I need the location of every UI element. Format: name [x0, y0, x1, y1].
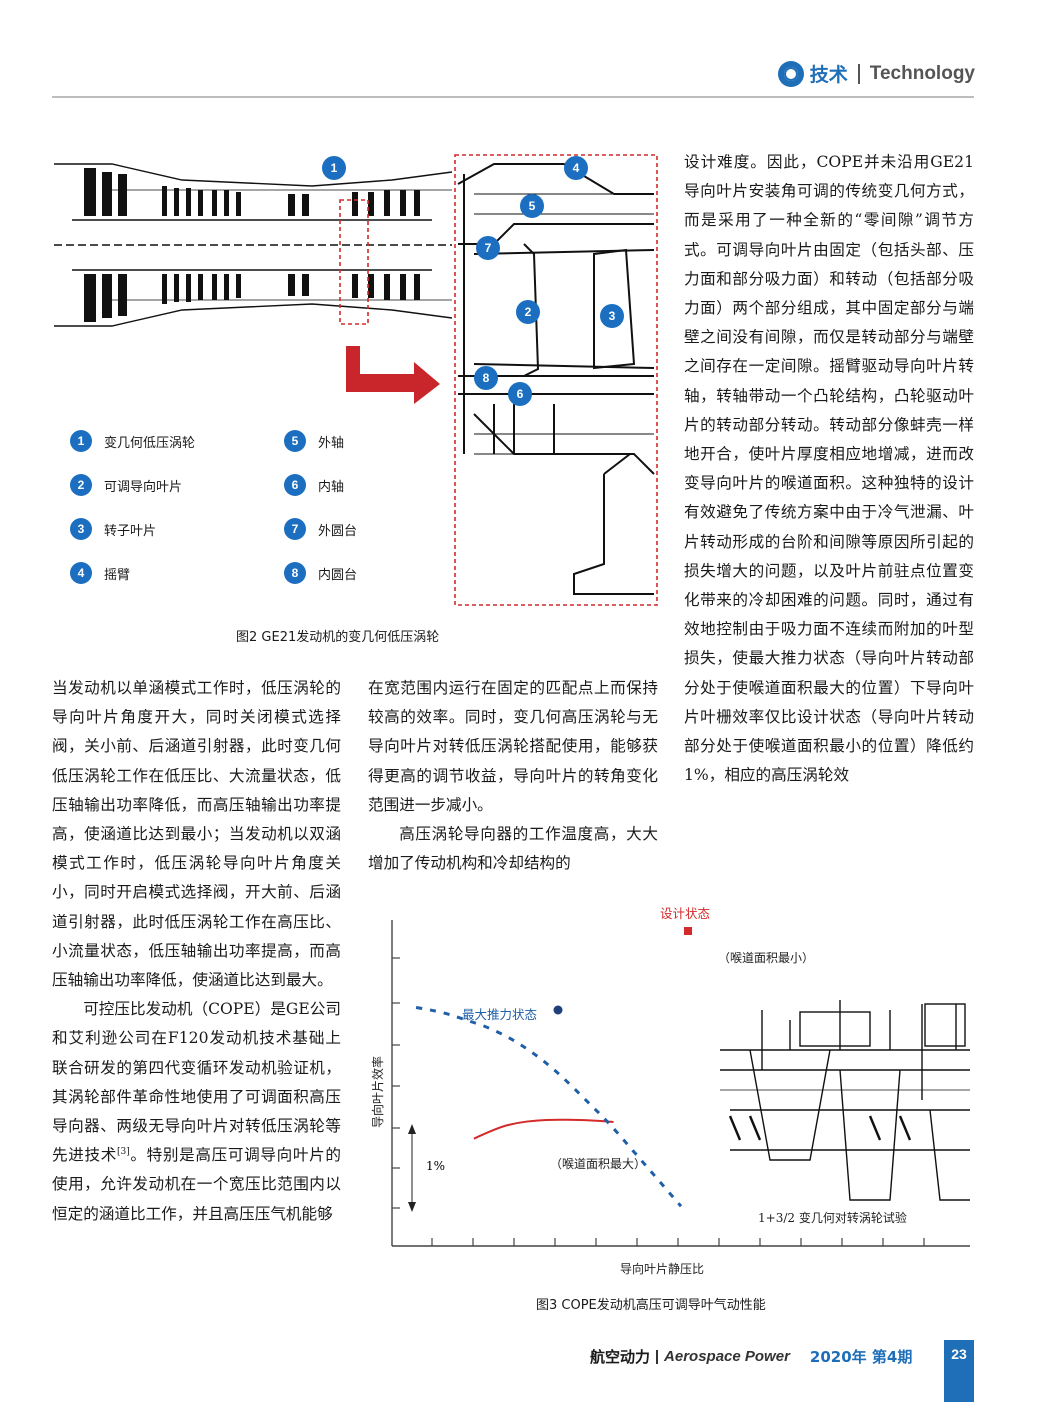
body-paragraph: 当发动机以单涵模式工作时，低压涡轮的导向叶片角度开大，同时关闭模式选择阀，关小前…: [52, 679, 341, 990]
citation-ref[interactable]: [3]: [117, 1147, 130, 1158]
section-name-en: Technology: [869, 62, 975, 84]
figure2-caption: 图2 GE21发动机的变几何低压涡轮: [236, 630, 440, 645]
max-thrust-point: [553, 1005, 563, 1015]
legend-label: 内圆台: [318, 567, 358, 583]
body-text: 。特别是高压可调导向叶片的使用，允许发动机在一个宽压比范围内以恒定的涵道比工作，…: [52, 1146, 341, 1223]
legend-item: 5 外轴: [284, 430, 344, 452]
y-axis-label: 导向叶片效率: [370, 1056, 385, 1128]
design-state-point: [684, 927, 692, 935]
body-paragraph: 可控压比发动机（COPE）是GE公司和艾利逊公司在F120发动机技术基础上联合研…: [52, 995, 341, 1229]
max-thrust-label: 最大推力状态: [462, 1007, 537, 1022]
legend-badge: 2: [70, 474, 92, 496]
callout-badge: 8: [474, 366, 498, 390]
legend-item: 4 摇臂: [70, 562, 130, 584]
journal-logo-icon: [777, 60, 804, 87]
body-paragraph: 设计难度。因此，COPE并未沿用GE21导向叶片安装角可调的传统变几何方式，而是…: [684, 153, 974, 785]
page-footer: 航空动力 Aerospace Power 2020年 第4期 23: [590, 1340, 974, 1402]
callout-badge: 2: [516, 300, 540, 324]
test-rig-drawing: [720, 1000, 970, 1201]
arrowhead-icon: [408, 1124, 416, 1212]
one-percent-label: 1%: [426, 1159, 445, 1173]
zoom-arrow-icon: [346, 346, 440, 404]
body-column-2: 在宽范围内运行在固定的匹配点上而保持较高的效率。同时，变几何高压涡轮与无导向叶片…: [368, 674, 658, 878]
max-thrust-curve: [415, 1005, 683, 1208]
y-axis-ticks: [392, 957, 400, 1209]
body-column-1: 当发动机以单涵模式工作时，低压涡轮的导向叶片角度开大，同时关闭模式选择阀，关小前…: [52, 674, 341, 1229]
legend-label: 外轴: [318, 435, 345, 451]
issue-number: 2020年 第4期: [809, 1348, 913, 1366]
legend-item: 8 内圆台: [284, 562, 357, 584]
header-separator: [857, 63, 860, 84]
callout-badge: 3: [600, 304, 624, 328]
page-number: 23: [944, 1340, 974, 1402]
body-text: 可控压比发动机（COPE）是GE公司和艾利逊公司在F120发动机技术基础上联合研…: [52, 1000, 341, 1165]
legend-badge: 6: [284, 474, 306, 496]
journal-name-cn: 航空动力: [590, 1348, 651, 1366]
legend-badge: 4: [70, 562, 92, 584]
legend-label: 外圆台: [318, 523, 358, 539]
body-column-3: 设计难度。因此，COPE并未沿用GE21导向叶片安装角可调的传统变几何方式，而是…: [684, 148, 974, 790]
legend-label: 转子叶片: [104, 523, 157, 539]
test-label-bg: [748, 1206, 928, 1228]
legend-item: 7 外圆台: [284, 518, 357, 540]
legend-label: 可调导向叶片: [104, 479, 183, 495]
body-paragraph: 高压涡轮导向器的工作温度高，大大增加了传动机构和冷却结构的: [368, 825, 658, 873]
legend-label: 变几何低压涡轮: [104, 435, 196, 451]
page-header: 技术 Technology: [777, 60, 975, 87]
callout-badge: 6: [508, 382, 532, 406]
callout-badge: 7: [476, 236, 500, 260]
test-rig-label: 1+3/2 变几何对转涡轮试验: [758, 1210, 907, 1225]
engine-cross-section: [52, 150, 452, 340]
legend-badge: 3: [70, 518, 92, 540]
legend-item: 1 变几何低压涡轮: [70, 430, 195, 452]
callout-badge: 4: [564, 156, 588, 180]
legend-label: 内轴: [318, 479, 345, 495]
throat-max-label: （喉道面积最大）: [550, 1157, 646, 1171]
legend-badge: 5: [284, 430, 306, 452]
figure-3-chart: 1% 设计状态 （喉道面积最小） 最大推力状态 （喉道面积最大） 1+3/2 变…: [370, 906, 970, 1276]
design-state-curve: [473, 1118, 614, 1140]
body-paragraph: 在宽范围内运行在固定的匹配点上而保持较高的效率。同时，变几何高压涡轮与无导向叶片…: [368, 679, 658, 814]
design-state-label: 设计状态: [660, 906, 710, 921]
x-axis-ticks: [431, 1238, 925, 1246]
legend-badge: 7: [284, 518, 306, 540]
legend-badge: 1: [70, 430, 92, 452]
legend-item: 3 转子叶片: [70, 518, 156, 540]
x-axis-label: 导向叶片静压比: [620, 1261, 704, 1276]
callout-badge: 1: [322, 156, 346, 180]
legend-item: 6 内轴: [284, 474, 344, 496]
throat-min-label: （喉道面积最小）: [718, 951, 814, 965]
header-rule: [52, 96, 974, 98]
legend-badge: 8: [284, 562, 306, 584]
journal-name-en: Aerospace Power: [664, 1348, 790, 1365]
legend-label: 摇臂: [104, 567, 131, 583]
section-name-cn: 技术: [809, 64, 848, 86]
legend-item: 2 可调导向叶片: [70, 474, 182, 496]
figure3-caption: 图3 COPE发动机高压可调导叶气动性能: [536, 1298, 766, 1313]
callout-badge: 5: [520, 194, 544, 218]
footer-separator: [656, 1349, 659, 1364]
